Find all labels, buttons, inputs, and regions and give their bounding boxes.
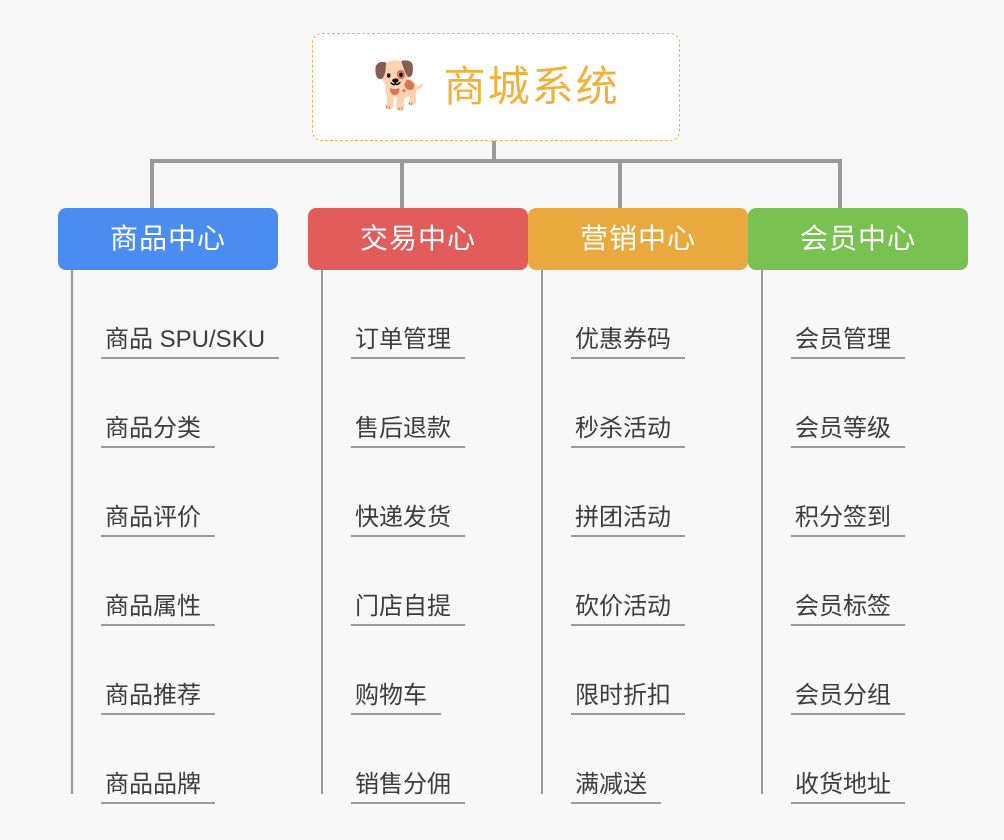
leaf-item[interactable]: 快递发货 (321, 448, 528, 537)
leaf-item[interactable]: 拼团活动 (541, 448, 748, 537)
leaf-item[interactable]: 商品推荐 (71, 626, 278, 715)
leaf-item-label: 购物车 (351, 682, 441, 715)
category-header-label: 营销中心 (579, 222, 696, 254)
connector-drop-1 (150, 159, 154, 208)
connector-trunk-marketing-center (541, 270, 543, 794)
category-header-marketing-center[interactable]: 营销中心 (528, 208, 748, 270)
leaf-item-label: 优惠券码 (571, 326, 685, 359)
leaf-item[interactable]: 商品 SPU/SKU (71, 270, 280, 359)
leaf-item-label: 满减送 (571, 771, 661, 804)
leaf-item-label: 售后退款 (351, 415, 465, 448)
leaf-item-label: 积分签到 (791, 504, 905, 537)
leaf-item-label: 商品评价 (101, 504, 215, 537)
connector-drop-3 (618, 159, 622, 208)
column-trade-center: 交易中心订单管理售后退款快递发货门店自提购物车销售分佣 (308, 208, 528, 804)
leaf-item-label: 会员管理 (791, 326, 905, 359)
leaf-item[interactable]: 会员管理 (761, 270, 968, 359)
leaf-stack-product-center: 商品 SPU/SKU 商品分类商品评价商品属性商品推荐商品品牌 (71, 270, 280, 804)
connector-drop-4 (838, 159, 842, 208)
leaf-item-label: 商品 SPU/SKU (101, 326, 280, 359)
leaf-item[interactable]: 订单管理 (321, 270, 528, 359)
leaf-item[interactable]: 售后退款 (321, 359, 528, 448)
leaf-item[interactable]: 商品品牌 (71, 715, 278, 804)
leaf-item-label: 会员标签 (791, 593, 905, 626)
leaf-item[interactable]: 满减送 (541, 715, 748, 804)
connector-horizontal-bar (150, 159, 842, 163)
leaf-item[interactable]: 限时折扣 (541, 626, 748, 715)
category-header-label: 交易中心 (359, 222, 476, 254)
leaf-item-label: 商品属性 (101, 593, 215, 626)
leaf-stack-marketing-center: 优惠券码秒杀活动拼团活动砍价活动限时折扣满减送 (541, 270, 748, 804)
connector-root-stem (492, 141, 496, 163)
leaf-item-label: 限时折扣 (571, 682, 685, 715)
leaf-item[interactable]: 砍价活动 (541, 537, 748, 626)
leaf-item-label: 砍价活动 (571, 593, 685, 626)
leaf-item-label: 商品推荐 (101, 682, 215, 715)
leaf-item[interactable]: 购物车 (321, 626, 528, 715)
column-product-center: 商品中心商品 SPU/SKU 商品分类商品评价商品属性商品推荐商品品牌 (58, 208, 280, 804)
leaf-item[interactable]: 商品分类 (71, 359, 278, 448)
leaf-item[interactable]: 会员分组 (761, 626, 968, 715)
leaf-item-label: 会员分组 (791, 682, 905, 715)
column-marketing-center: 营销中心优惠券码秒杀活动拼团活动砍价活动限时折扣满减送 (528, 208, 748, 804)
leaf-item[interactable]: 收货地址 (761, 715, 968, 804)
leaf-item-label: 门店自提 (351, 593, 465, 626)
leaf-item[interactable]: 商品属性 (71, 537, 278, 626)
leaf-stack-trade-center: 订单管理售后退款快递发货门店自提购物车销售分佣 (321, 270, 528, 804)
leaf-item-label: 销售分佣 (351, 771, 465, 804)
leaf-item-label: 商品品牌 (101, 771, 215, 804)
leaf-item-label: 拼团活动 (571, 504, 685, 537)
category-header-trade-center[interactable]: 交易中心 (308, 208, 528, 270)
leaf-item-label: 会员等级 (791, 415, 905, 448)
leaf-item-label: 收货地址 (791, 771, 905, 804)
leaf-item-label: 秒杀活动 (571, 415, 685, 448)
leaf-item[interactable]: 积分签到 (761, 448, 968, 537)
leaf-item[interactable]: 会员标签 (761, 537, 968, 626)
category-header-label: 商品中心 (109, 222, 226, 254)
leaf-item-label: 订单管理 (351, 326, 465, 359)
category-header-member-center[interactable]: 会员中心 (748, 208, 968, 270)
leaf-item[interactable]: 商品评价 (71, 448, 278, 537)
root-node[interactable]: 🐕 商城系统 (312, 33, 680, 141)
leaf-item[interactable]: 会员等级 (761, 359, 968, 448)
leaf-item[interactable]: 门店自提 (321, 537, 528, 626)
leaf-item-label: 快递发货 (351, 504, 465, 537)
connector-trunk-product-center (71, 270, 73, 794)
column-member-center: 会员中心会员管理会员等级积分签到会员标签会员分组收货地址 (748, 208, 968, 804)
category-header-label: 会员中心 (799, 222, 916, 254)
connector-trunk-trade-center (321, 270, 323, 794)
connector-trunk-member-center (761, 270, 763, 794)
leaf-item-label: 商品分类 (101, 415, 215, 448)
leaf-item[interactable]: 优惠券码 (541, 270, 748, 359)
leaf-item[interactable]: 秒杀活动 (541, 359, 748, 448)
connector-drop-2 (400, 159, 404, 208)
leaf-stack-member-center: 会员管理会员等级积分签到会员标签会员分组收货地址 (761, 270, 968, 804)
leaf-item[interactable]: 销售分佣 (321, 715, 528, 804)
category-header-product-center[interactable]: 商品中心 (58, 208, 278, 270)
shiba-dog-emoji: 🐕 (372, 59, 430, 111)
root-title: 商城系统 (443, 63, 620, 110)
